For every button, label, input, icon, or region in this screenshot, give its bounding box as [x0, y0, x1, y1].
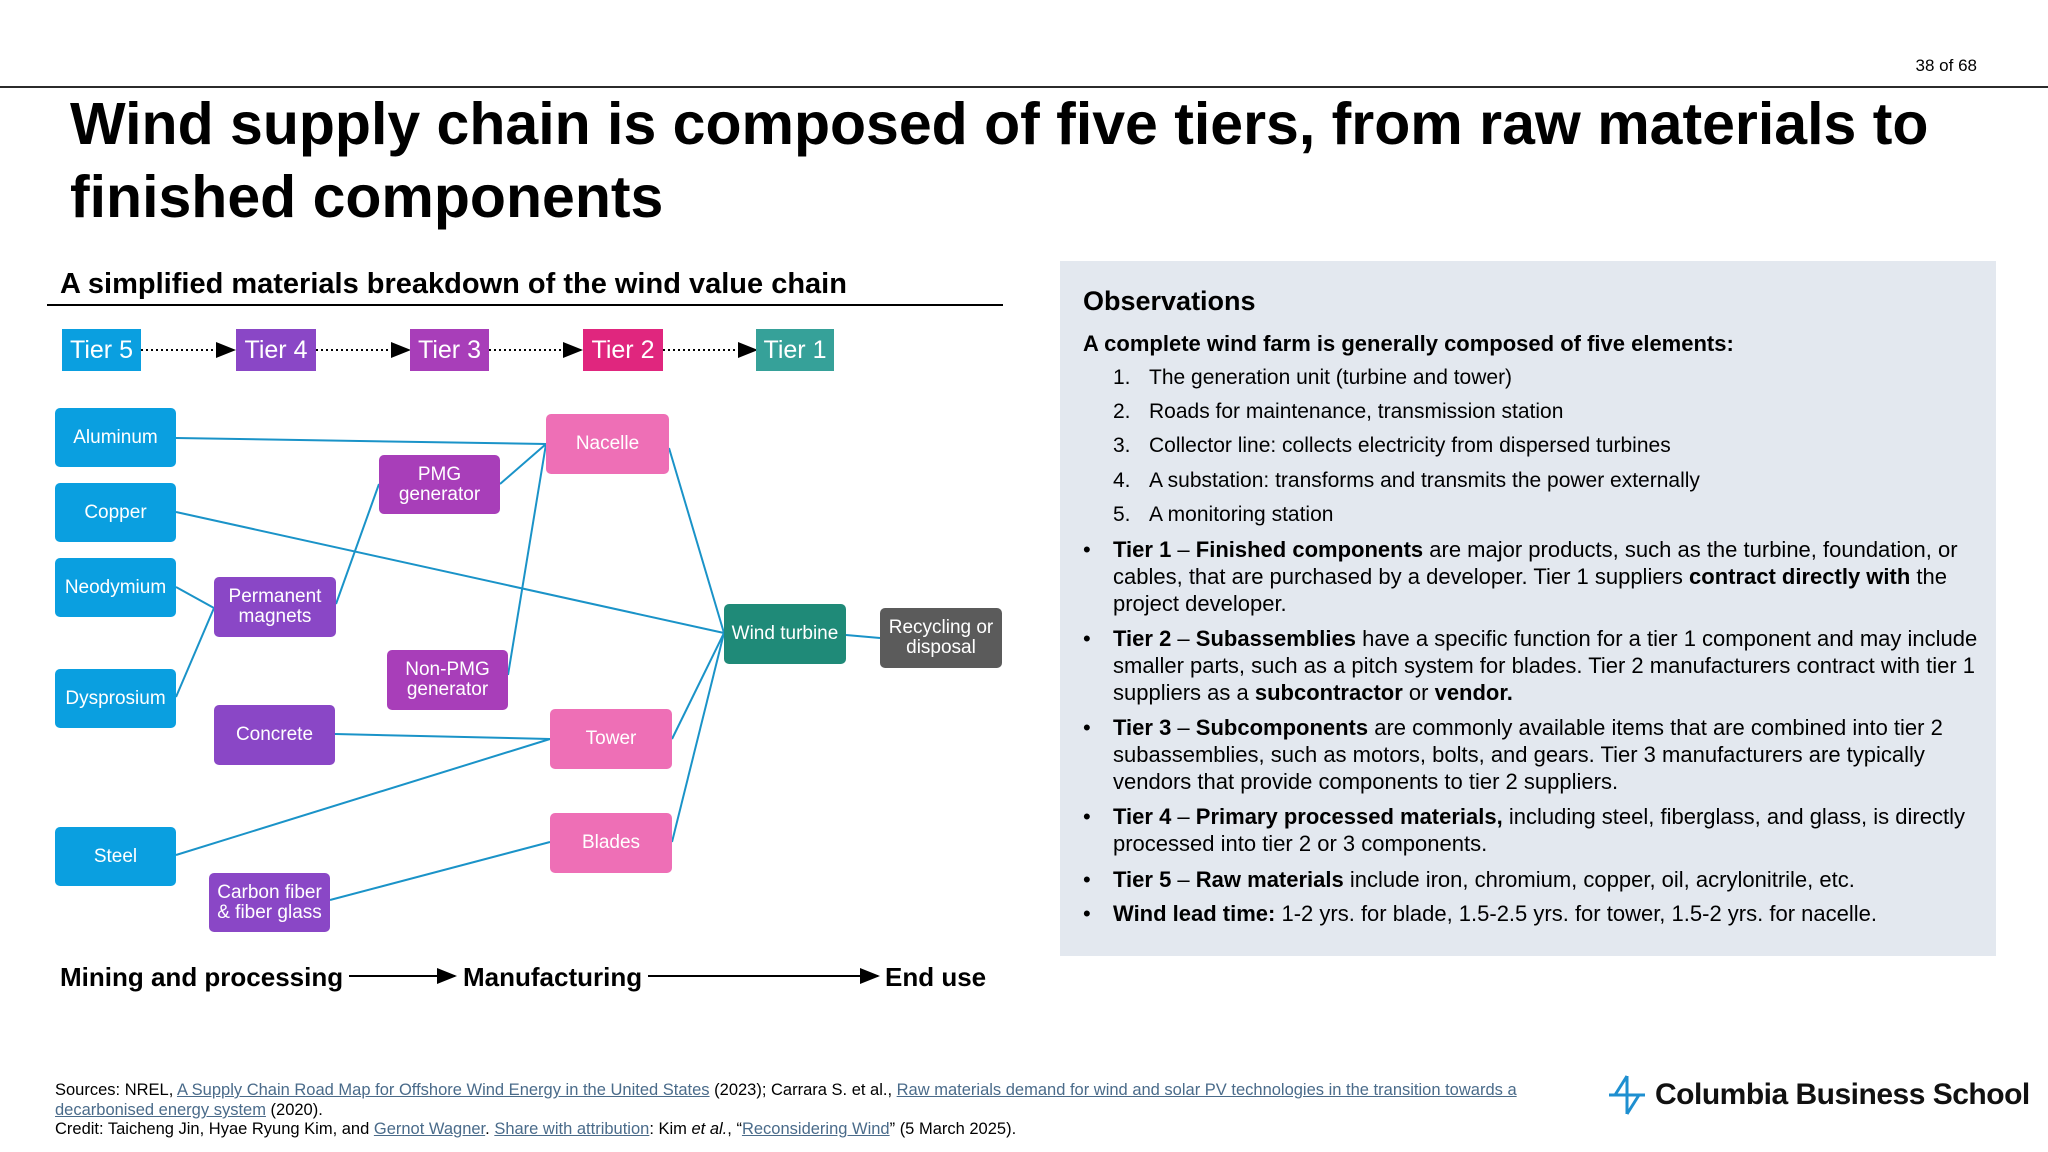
- link-copper-turbine: [175, 511, 725, 634]
- link-nacelle-turbine: [668, 447, 725, 634]
- link-aluminum-nacelle: [175, 437, 547, 445]
- observations-title: Observations: [1083, 286, 1256, 316]
- credit-link-wagner[interactable]: Gernot Wagner: [373, 1120, 486, 1138]
- node-tower: Tower: [550, 709, 672, 769]
- source-link-nrel[interactable]: A Supply Chain Road Map for Offshore Win…: [176, 1081, 710, 1099]
- columbia-logo: Columbia Business School: [1605, 1073, 2030, 1117]
- slide-title: Wind supply chain is composed of five ti…: [70, 91, 1929, 230]
- source-link-carrara[interactable]: Raw materials demand for wind and solar …: [896, 1081, 1517, 1099]
- node-pmg-generator: PMG generator: [379, 455, 500, 514]
- link-carbon-blades: [329, 841, 551, 901]
- node-concrete: Concrete: [214, 705, 335, 765]
- node-wind-turbine: Wind turbine: [724, 604, 846, 664]
- top-rule: [0, 86, 2048, 88]
- tier-2-box: Tier 2: [583, 329, 663, 371]
- node-aluminum: Aluminum: [55, 408, 176, 467]
- source-link-carrara-cont[interactable]: decarbonised energy system: [55, 1101, 266, 1119]
- columbia-crown-icon: [1609, 1075, 1645, 1115]
- link-dysprosium-magnets: [175, 607, 215, 698]
- link-neodymium-magnets: [175, 586, 215, 609]
- tier-1-box: Tier 1: [756, 329, 834, 371]
- node-dysprosium: Dysprosium: [55, 669, 176, 728]
- link-tower-turbine: [671, 632, 725, 740]
- link-turbine-recycling: [845, 634, 881, 639]
- element-item: 3.Collector line: collects electricity f…: [1113, 434, 1671, 457]
- node-carbon-fiber: Carbon fiber & fiber glass: [209, 873, 330, 932]
- link-magnets-pmg: [335, 483, 380, 605]
- credit-link-attribution[interactable]: Share with attribution: [494, 1120, 650, 1138]
- tier-3-box: Tier 3: [410, 329, 489, 371]
- flow-end-use-label: End use: [885, 962, 987, 992]
- link-steel-tower: [175, 738, 551, 856]
- element-item: 4.A substation: transforms and transmits…: [1113, 469, 1700, 492]
- link-pmg-nacelle: [499, 443, 547, 485]
- node-steel: Steel: [55, 827, 176, 886]
- diagram-heading: A simplified materials breakdown of the …: [60, 268, 847, 300]
- observations-panel: [1060, 261, 1996, 956]
- sources-note: Sources: NREL, A Supply Chain Road Map f…: [55, 1081, 1517, 1119]
- node-nacelle: Nacelle: [546, 414, 669, 474]
- material-links: [175, 437, 881, 901]
- flow-manufacturing-label: Manufacturing: [463, 962, 643, 992]
- link-concrete-tower: [334, 733, 551, 740]
- tier-4-box: Tier 4: [236, 329, 316, 371]
- element-item: 5.A monitoring station: [1113, 503, 1334, 526]
- diagram-underline: [47, 304, 1003, 306]
- element-item: 1.The generation unit (turbine and tower…: [1113, 366, 1513, 389]
- page-number: 38 of 68: [1915, 56, 1977, 75]
- node-non-pmg-generator: Non-PMG generator: [387, 650, 508, 710]
- element-item: 2.Roads for maintenance, transmission st…: [1113, 400, 1564, 423]
- observations-intro: A complete wind farm is generally compos…: [1083, 331, 1734, 356]
- credit-note: Credit: Taicheng Jin, Hyae Ryung Kim, an…: [55, 1120, 1017, 1138]
- node-neodymium: Neodymium: [55, 558, 176, 617]
- node-copper: Copper: [55, 483, 176, 542]
- credit-link-reconsidering-wind[interactable]: Reconsidering Wind: [741, 1120, 890, 1138]
- node-permanent-magnets: Permanent magnets: [214, 577, 336, 637]
- logo-text: Columbia Business School: [1655, 1078, 2030, 1111]
- node-blades: Blades: [550, 813, 672, 873]
- flow-mining-label: Mining and processing: [60, 962, 344, 992]
- link-blades-turbine: [671, 632, 725, 843]
- node-recycling: Recycling or disposal: [880, 608, 1002, 668]
- tier-5-box: Tier 5: [62, 329, 141, 371]
- link-nonpmg-nacelle: [507, 443, 547, 676]
